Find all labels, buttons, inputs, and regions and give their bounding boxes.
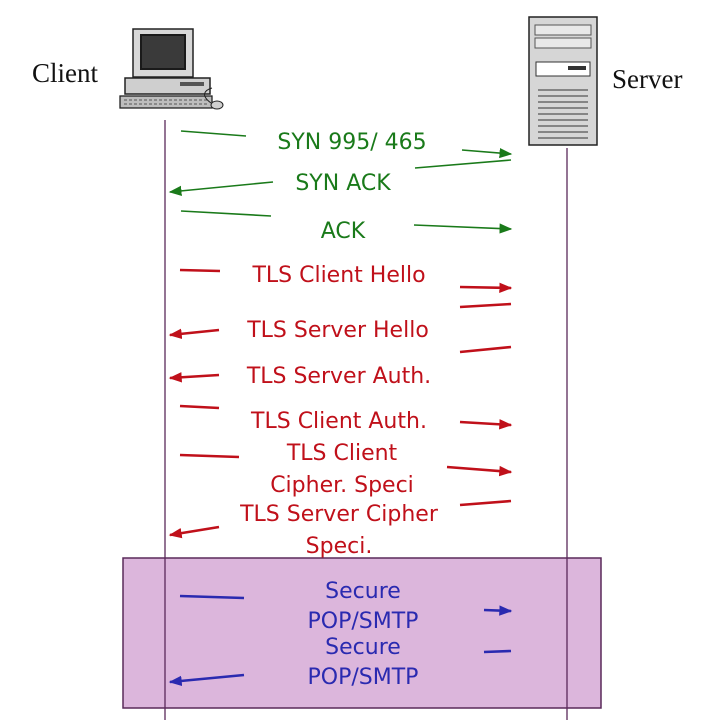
tls-server-auth-label-line-1: TLS Server Auth. bbox=[246, 364, 431, 389]
syn-arrow-right-segment bbox=[461, 147, 513, 159]
tls-server-auth-arrow-left-segment bbox=[168, 372, 220, 383]
secure-s2c-label-line-2: POP/SMTP bbox=[308, 665, 419, 690]
syn-ack-arrow-left-segment bbox=[168, 181, 274, 196]
secure-c2s-arrow-right-segment bbox=[483, 605, 513, 616]
tls-server-cipher-label-line-1: TLS Server Cipher bbox=[239, 502, 439, 527]
ack-label-line-1: ACK bbox=[321, 219, 366, 244]
desktop-computer-icon bbox=[119, 28, 224, 110]
secure-s2c-arrow-right-segment bbox=[483, 649, 512, 654]
tower-server-icon bbox=[528, 16, 598, 146]
syn-ack-label-line-1: SYN ACK bbox=[295, 171, 391, 196]
syn-label-line-1: SYN 995/ 465 bbox=[277, 130, 426, 155]
tls-client-hello-arrow-extra-segment bbox=[459, 302, 512, 309]
tls-server-hello-label-line-1: TLS Server Hello bbox=[246, 318, 429, 343]
tls-client-cipher-label-line-2: Cipher. Speci bbox=[270, 473, 414, 498]
tls-client-cipher-arrow-right-segment bbox=[446, 465, 513, 477]
tls-client-hello-arrow-left-segment bbox=[179, 268, 221, 273]
syn-arrow-left-segment bbox=[180, 130, 247, 137]
tls-client-hello-label-line-1: TLS Client Hello bbox=[251, 263, 425, 288]
tls-server-hello-arrow-left-segment bbox=[168, 328, 220, 339]
tls-server-cipher-arrow-left-segment bbox=[168, 525, 220, 539]
client-label: Client bbox=[32, 58, 98, 88]
secure-s2c-label-line-1: Secure bbox=[325, 635, 401, 660]
secure-c2s-label-line-2: POP/SMTP bbox=[308, 609, 419, 634]
tls-client-auth-label-line-1: TLS Client Auth. bbox=[250, 409, 427, 434]
tls-client-auth-arrow-right-segment bbox=[459, 419, 513, 430]
tls-server-hello-arrow-right-segment bbox=[459, 345, 512, 354]
tls-server-cipher-arrow-right-segment bbox=[459, 499, 512, 507]
ack-arrow-left-segment bbox=[180, 210, 272, 217]
ack-arrow-right-segment bbox=[413, 223, 513, 234]
syn-arrow-extra-segment bbox=[414, 159, 512, 169]
tls-client-hello-arrow-right-segment bbox=[459, 282, 513, 293]
secure-c2s-label-line-1: Secure bbox=[325, 579, 401, 604]
secure-c2s-arrow-left-segment bbox=[179, 594, 245, 600]
tls-client-auth-arrow-left-segment bbox=[179, 404, 220, 410]
secure-region bbox=[122, 557, 602, 709]
secure-s2c-arrow-left-segment bbox=[168, 673, 245, 687]
server-label: Server bbox=[612, 64, 682, 94]
tls-client-cipher-label-line-1: TLS Client bbox=[286, 441, 398, 466]
tls-server-cipher-label-line-2: Speci. bbox=[306, 534, 373, 559]
tls-client-cipher-arrow-left-segment bbox=[179, 453, 240, 459]
